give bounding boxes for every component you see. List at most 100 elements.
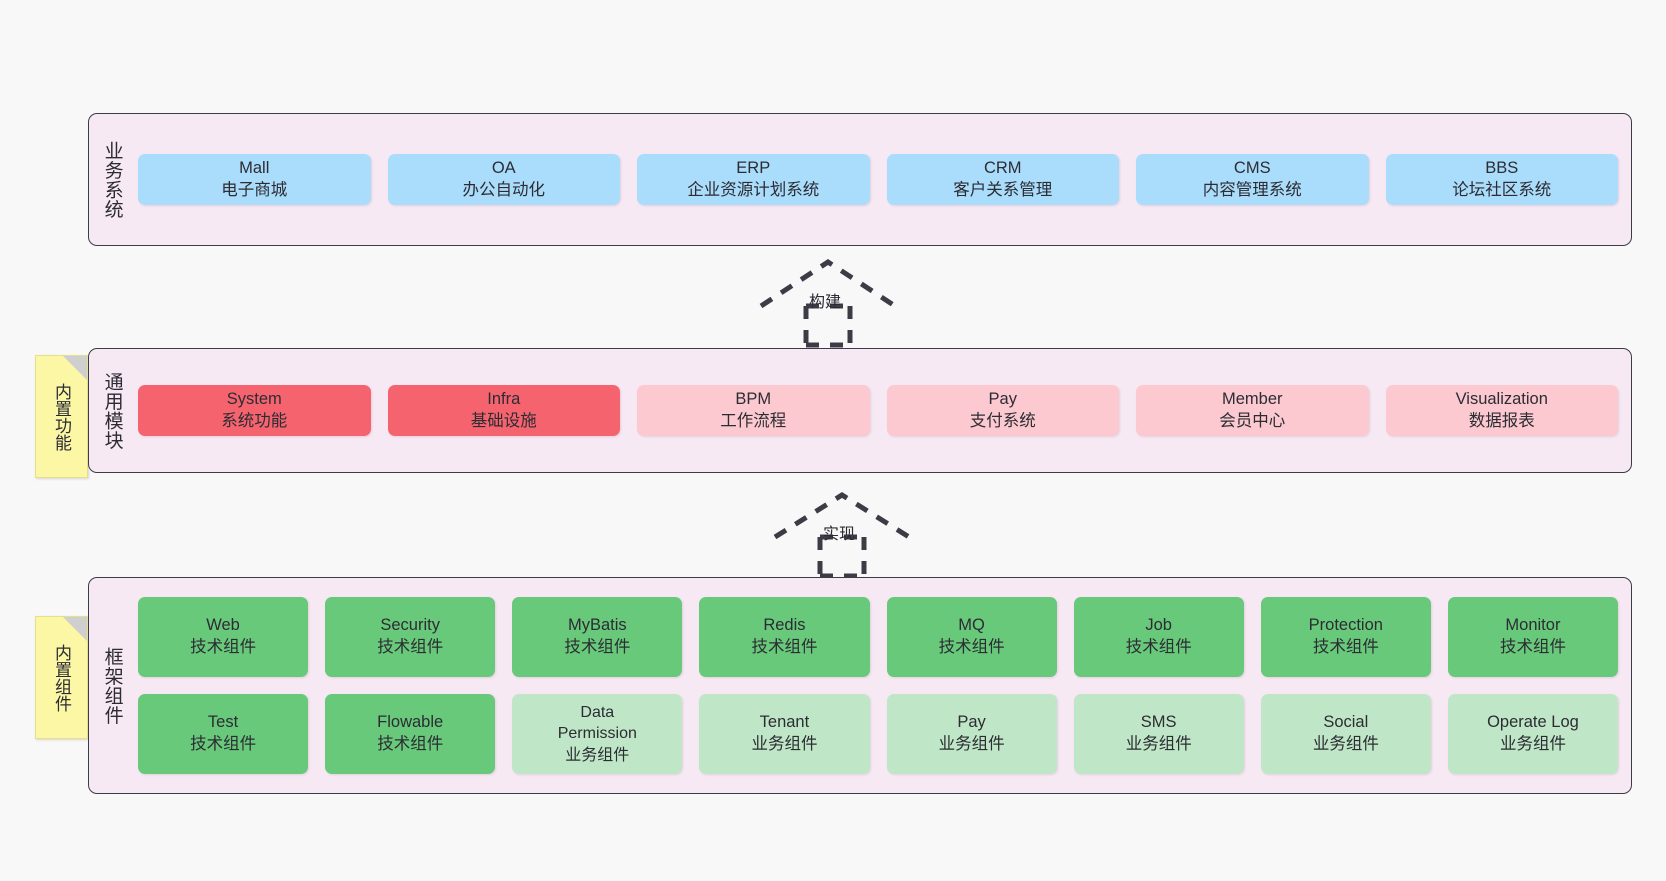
cell-subtitle: 技术组件 bbox=[751, 638, 818, 656]
note-fold-corner-icon bbox=[63, 356, 87, 380]
cell-subtitle: 系统功能 bbox=[221, 411, 288, 430]
cell-title: MQ bbox=[958, 616, 985, 635]
cell-title: Job bbox=[1145, 616, 1172, 635]
note-label: 内置组件 bbox=[52, 643, 72, 712]
cell-job[interactable]: Job 技术组件 bbox=[1073, 597, 1244, 677]
cell-title: Infra bbox=[487, 389, 521, 408]
layer-business-system: 业务系统 Mall 电子商城 OA 办公自动化 ERP 企业资源计划系统 CRM… bbox=[88, 113, 1632, 246]
note-fold-corner-icon bbox=[63, 617, 87, 641]
cell-subtitle: 技术组件 bbox=[1312, 638, 1379, 656]
connector-build-arrow bbox=[758, 258, 898, 348]
cell-member[interactable]: Member 会员中心 bbox=[1136, 384, 1369, 437]
cell-subtitle: 电子商城 bbox=[221, 180, 288, 199]
cell-web[interactable]: Web 技术组件 bbox=[138, 597, 309, 677]
cell-title: System bbox=[226, 389, 282, 408]
cell-title: BPM bbox=[735, 389, 772, 408]
note-label: 内置功能 bbox=[52, 382, 72, 451]
layer-body-common-module: System 系统功能 Infra 基础设施 BPM 工作流程 Pay 支付系统… bbox=[135, 349, 1631, 472]
cell-test[interactable]: Test 技术组件 bbox=[138, 694, 309, 774]
cell-bbs[interactable]: BBS 论坛社区系统 bbox=[1385, 153, 1618, 206]
cell-oa[interactable]: OA 办公自动化 bbox=[387, 153, 620, 206]
cell-title: Redis bbox=[763, 616, 806, 635]
cell-subtitle: 内容管理系统 bbox=[1202, 180, 1302, 199]
cell-subtitle: 业务组件 bbox=[1125, 735, 1192, 753]
cell-title: Web bbox=[206, 616, 240, 635]
cell-erp[interactable]: ERP 企业资源计划系统 bbox=[637, 153, 870, 206]
cell-title: Tenant bbox=[759, 713, 810, 732]
cell-subtitle: 技术组件 bbox=[1499, 638, 1566, 656]
cell-subtitle: 论坛社区系统 bbox=[1452, 180, 1552, 199]
cell-subtitle: 工作流程 bbox=[720, 411, 787, 430]
layer-title-framework-component: 框架组件 bbox=[101, 646, 123, 725]
cell-subtitle: 技术组件 bbox=[564, 638, 631, 656]
cell-title: Security bbox=[380, 616, 440, 635]
cell-pay-business[interactable]: Pay 业务组件 bbox=[886, 694, 1057, 774]
cell-subtitle: 技术组件 bbox=[190, 735, 257, 753]
cell-subtitle: 业务组件 bbox=[565, 746, 630, 764]
cell-title: Mall bbox=[239, 158, 270, 177]
cell-operate-log[interactable]: Operate Log 业务组件 bbox=[1447, 694, 1618, 774]
cell-title: Pay bbox=[957, 713, 986, 732]
note-builtin-component: 内置组件 bbox=[35, 616, 88, 739]
cell-title: SMS bbox=[1140, 713, 1177, 732]
cell-subtitle: 技术组件 bbox=[938, 638, 1005, 656]
cell-subtitle: 技术组件 bbox=[1125, 638, 1192, 656]
cell-title: Pay bbox=[988, 389, 1017, 408]
cell-title: Protection bbox=[1308, 616, 1383, 635]
cell-title: Monitor bbox=[1505, 616, 1561, 635]
cell-sms[interactable]: SMS 业务组件 bbox=[1073, 694, 1244, 774]
cell-bpm[interactable]: BPM 工作流程 bbox=[637, 384, 870, 437]
cell-subtitle: 业务组件 bbox=[1499, 735, 1566, 753]
layer-title-business-system: 业务系统 bbox=[101, 140, 123, 219]
cell-title: Visualization bbox=[1455, 389, 1548, 408]
cell-subtitle: 客户关系管理 bbox=[953, 180, 1053, 199]
cell-subtitle: 技术组件 bbox=[377, 735, 444, 753]
cell-subtitle: 会员中心 bbox=[1219, 411, 1286, 430]
layer-body-business-system: Mall 电子商城 OA 办公自动化 ERP 企业资源计划系统 CRM 客户关系… bbox=[135, 114, 1631, 245]
cell-system[interactable]: System 系统功能 bbox=[138, 384, 371, 437]
cell-title: ERP bbox=[736, 158, 771, 177]
cell-redis[interactable]: Redis 技术组件 bbox=[699, 597, 870, 677]
layer-common-module: 通用模块 System 系统功能 Infra 基础设施 BPM 工作流程 Pay… bbox=[88, 348, 1632, 473]
note-builtin-function: 内置功能 bbox=[35, 355, 88, 478]
cell-cms[interactable]: CMS 内容管理系统 bbox=[1136, 153, 1369, 206]
connector-build-label: 构建 bbox=[809, 294, 842, 311]
cell-subtitle: 办公自动化 bbox=[462, 180, 546, 199]
cell-title: CRM bbox=[983, 158, 1022, 177]
cell-subtitle: 支付系统 bbox=[969, 411, 1036, 430]
cell-title: Data Permission bbox=[557, 704, 637, 743]
cell-mq[interactable]: MQ 技术组件 bbox=[886, 597, 1057, 677]
cell-mybatis[interactable]: MyBatis 技术组件 bbox=[512, 597, 683, 677]
cell-monitor[interactable]: Monitor 技术组件 bbox=[1447, 597, 1618, 677]
cell-pay[interactable]: Pay 支付系统 bbox=[886, 384, 1119, 437]
cell-tenant[interactable]: Tenant 业务组件 bbox=[699, 694, 870, 774]
cell-subtitle: 企业资源计划系统 bbox=[687, 180, 820, 199]
cell-visualization[interactable]: Visualization 数据报表 bbox=[1385, 384, 1618, 437]
cell-title: Flowable bbox=[377, 713, 444, 732]
layer-title-common-module: 通用模块 bbox=[101, 371, 123, 450]
cell-title: CMS bbox=[1233, 158, 1271, 177]
cell-infra[interactable]: Infra 基础设施 bbox=[387, 384, 620, 437]
cell-data-permission[interactable]: Data Permission 业务组件 bbox=[512, 694, 683, 774]
cell-security[interactable]: Security 技术组件 bbox=[325, 597, 496, 677]
cell-title: Operate Log bbox=[1487, 713, 1579, 732]
cell-subtitle: 业务组件 bbox=[938, 735, 1005, 753]
cell-mall[interactable]: Mall 电子商城 bbox=[138, 153, 371, 206]
cell-crm[interactable]: CRM 客户关系管理 bbox=[886, 153, 1119, 206]
layer-body-framework-component: Web 技术组件 Security 技术组件 MyBatis 技术组件 Redi… bbox=[135, 578, 1631, 793]
cell-title: Social bbox=[1323, 713, 1369, 732]
cell-social[interactable]: Social 业务组件 bbox=[1260, 694, 1431, 774]
cell-subtitle: 技术组件 bbox=[190, 638, 257, 656]
connector-implement-arrow bbox=[772, 491, 912, 579]
cell-protection[interactable]: Protection 技术组件 bbox=[1260, 597, 1431, 677]
cell-subtitle: 技术组件 bbox=[377, 638, 444, 656]
cell-title: Member bbox=[1221, 389, 1283, 408]
cell-title: OA bbox=[491, 158, 516, 177]
cell-row: Mall 电子商城 OA 办公自动化 ERP 企业资源计划系统 CRM 客户关系… bbox=[138, 153, 1618, 206]
cell-flowable[interactable]: Flowable 技术组件 bbox=[325, 694, 496, 774]
cell-subtitle: 数据报表 bbox=[1468, 411, 1535, 430]
cell-subtitle: 业务组件 bbox=[751, 735, 818, 753]
cell-title: MyBatis bbox=[567, 616, 627, 635]
cell-title: BBS bbox=[1485, 158, 1519, 177]
